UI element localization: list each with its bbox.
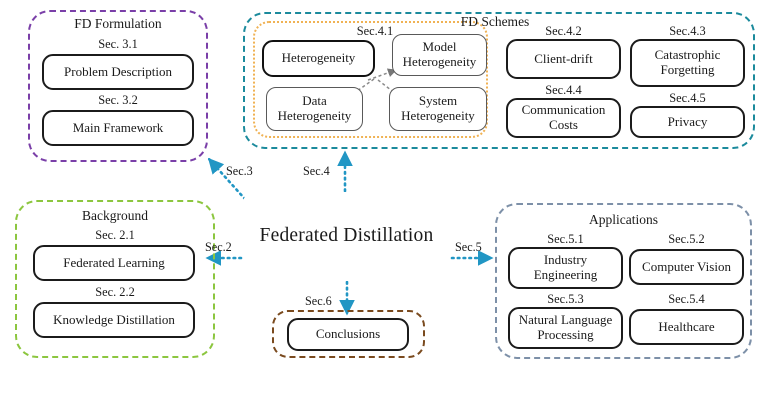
box-problem-description[interactable]: Problem Description (42, 54, 194, 90)
box-healthcare[interactable]: Healthcare (629, 309, 744, 345)
box-catastrophic-forgetting[interactable]: Catastrophic Forgetting (630, 39, 745, 87)
sec-caption-4-4: Sec.4.4 (545, 83, 582, 97)
sec-caption-5-4: Sec.5.4 (668, 292, 705, 306)
panel-title-applications: Applications (589, 212, 658, 227)
panel-conclusions (272, 310, 425, 358)
panel-title-background: Background (82, 208, 148, 223)
panel-title-fd-schemes: FD Schemes (460, 14, 530, 29)
sec-caption-2-1: Sec. 2.1 (95, 228, 135, 242)
connector-label-sec4: Sec.4 (303, 164, 330, 178)
sec-caption-4-3: Sec.4.3 (669, 24, 706, 38)
sec-caption-3-1: Sec. 3.1 (98, 37, 138, 51)
panel-background (15, 200, 215, 358)
sec-caption-5-2: Sec.5.2 (668, 232, 705, 246)
panel-fd-formulation (28, 10, 208, 162)
center-node-label[interactable]: Federated Distillation (243, 192, 450, 281)
panel-heterogeneity-group (253, 21, 488, 138)
box-natural-language-processing[interactable]: Natural Language Processing (508, 307, 623, 349)
sec-caption-5-1: Sec.5.1 (547, 232, 584, 246)
connector-label-sec6: Sec.6 (305, 294, 332, 308)
connector-label-sec3: Sec.3 (226, 164, 253, 178)
box-heterogeneity[interactable]: Heterogeneity (262, 40, 375, 77)
sec-caption-4-1: Sec.4.1 (356, 24, 394, 38)
box-main-framework[interactable]: Main Framework (42, 110, 194, 146)
sec-caption-5-3: Sec.5.3 (547, 292, 584, 306)
box-knowledge-distillation[interactable]: Knowledge Distillation (33, 302, 195, 338)
box-model-heterogeneity[interactable]: Model Heterogeneity (392, 34, 487, 76)
box-computer-vision[interactable]: Computer Vision (629, 249, 744, 285)
sec-caption-4-5: Sec.4.5 (669, 91, 706, 105)
panel-applications (495, 203, 752, 359)
box-federated-learning[interactable]: Federated Learning (33, 245, 195, 281)
sec-caption-3-2: Sec. 3.2 (98, 93, 138, 107)
connector-label-sec5: Sec.5 (455, 240, 482, 254)
box-data-heterogeneity[interactable]: Data Heterogeneity (266, 87, 363, 131)
sec-caption-2-2: Sec. 2.2 (95, 285, 135, 299)
box-privacy[interactable]: Privacy (630, 106, 745, 138)
sec-caption-4-2: Sec.4.2 (545, 24, 582, 38)
connector-label-sec2: Sec.2 (205, 240, 232, 254)
box-system-heterogeneity[interactable]: System Heterogeneity (389, 87, 487, 131)
panel-fd-schemes (243, 12, 755, 149)
box-conclusions[interactable]: Conclusions (287, 318, 409, 351)
panel-title-fd-formulation: FD Formulation (74, 16, 162, 31)
box-industry-engineering[interactable]: Industry Engineering (508, 247, 623, 289)
box-communication-costs[interactable]: Communication Costs (506, 98, 621, 138)
box-client-drift[interactable]: Client-drift (506, 39, 621, 79)
